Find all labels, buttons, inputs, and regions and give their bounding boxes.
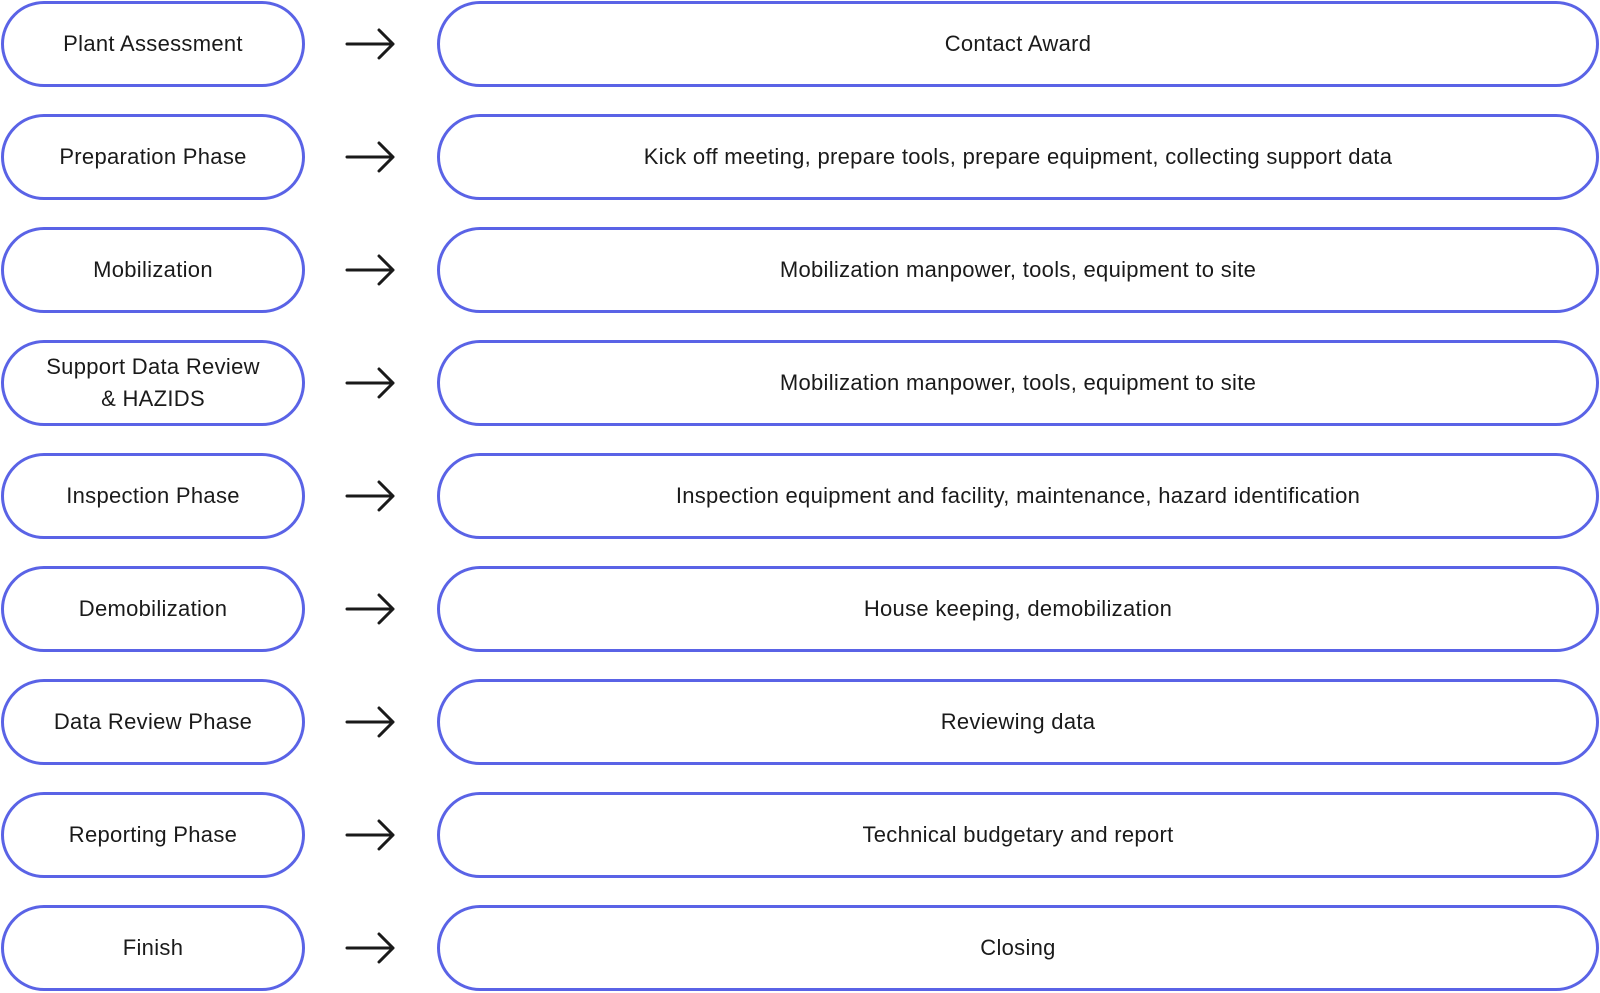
arrow-right-icon (345, 254, 395, 286)
phase-description: Mobilization manpower, tools, equipment … (437, 227, 1599, 313)
arrow-right-icon (345, 706, 395, 738)
process-step: Support Data Review & HAZIDS Mobilizatio… (0, 340, 1600, 426)
process-step: Preparation Phase Kick off meeting, prep… (0, 114, 1600, 200)
arrow-right-icon (345, 367, 395, 399)
phase-description: Reviewing data (437, 679, 1599, 765)
arrow-right-icon (345, 28, 395, 60)
arrow-right-icon (345, 480, 395, 512)
phase-description: Inspection equipment and facility, maint… (437, 453, 1599, 539)
phase-label: Preparation Phase (1, 114, 305, 200)
arrow-right-icon (345, 141, 395, 173)
phase-description: Contact Award (437, 1, 1599, 87)
phase-description: House keeping, demobilization (437, 566, 1599, 652)
phase-description: Technical budgetary and report (437, 792, 1599, 878)
process-step: Reporting Phase Technical budgetary and … (0, 792, 1600, 878)
phase-label: Reporting Phase (1, 792, 305, 878)
process-step: Demobilization House keeping, demobiliza… (0, 566, 1600, 652)
phase-label: Finish (1, 905, 305, 991)
process-step: Plant Assessment Contact Award (0, 1, 1600, 87)
phase-description: Mobilization manpower, tools, equipment … (437, 340, 1599, 426)
phase-label: Data Review Phase (1, 679, 305, 765)
phase-label: Demobilization (1, 566, 305, 652)
process-step: Mobilization Mobilization manpower, tool… (0, 227, 1600, 313)
process-step: Inspection Phase Inspection equipment an… (0, 453, 1600, 539)
process-step: Finish Closing (0, 905, 1600, 991)
phase-label: Plant Assessment (1, 1, 305, 87)
arrow-right-icon (345, 819, 395, 851)
phase-label: Mobilization (1, 227, 305, 313)
phase-label: Inspection Phase (1, 453, 305, 539)
phase-description: Kick off meeting, prepare tools, prepare… (437, 114, 1599, 200)
phase-label: Support Data Review & HAZIDS (1, 340, 305, 426)
phase-description: Closing (437, 905, 1599, 991)
process-step: Data Review Phase Reviewing data (0, 679, 1600, 765)
arrow-right-icon (345, 593, 395, 625)
arrow-right-icon (345, 932, 395, 964)
